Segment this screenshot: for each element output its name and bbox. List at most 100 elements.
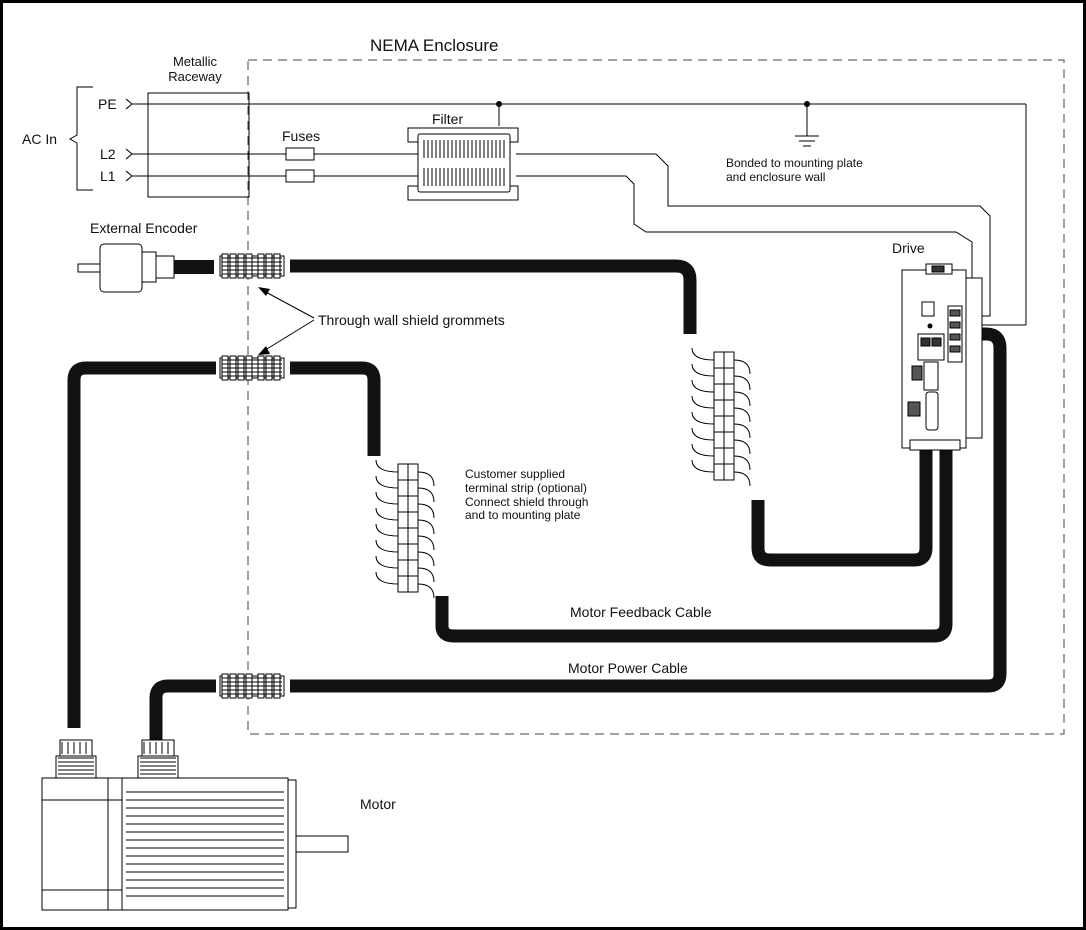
ac-in-brace [68, 86, 93, 191]
terminal-block [713, 415, 725, 433]
terminal-block [723, 383, 735, 401]
terminal-block [397, 463, 409, 481]
connector-base [55, 755, 97, 779]
bonded-note: Bonded to mounting plate and enclosure w… [726, 156, 863, 184]
terminal-block [723, 431, 735, 449]
terminal-block [407, 463, 419, 481]
terminal-wire [691, 379, 715, 393]
pe-junction [496, 101, 502, 107]
ground-symbol [795, 104, 819, 147]
motor-feedback-cable [67, 361, 216, 728]
filter-unit [407, 127, 519, 201]
terminal-block [713, 351, 725, 369]
pe-label: PE [98, 96, 117, 112]
terminal-wire [417, 535, 435, 551]
motor-feedback-cable-inner [290, 361, 381, 456]
terminal-wire [691, 443, 715, 457]
terminal-block [407, 575, 419, 593]
terminal-wire [417, 583, 435, 599]
terminal-strip-customer [375, 459, 435, 599]
terminal-block [407, 543, 419, 561]
motor-feedback-cable-lower [435, 446, 953, 643]
motor-label: Motor [360, 796, 396, 812]
terminal-wire [691, 411, 715, 425]
terminal-block [723, 447, 735, 465]
terminal-block [713, 399, 725, 417]
terminal-wire [691, 363, 715, 377]
terminal-wire [733, 471, 751, 487]
terminal-wire [733, 407, 751, 423]
terminal-block [397, 527, 409, 545]
terminal-wire [375, 475, 399, 489]
encoder-cable [290, 259, 697, 334]
terminal-block [397, 575, 409, 593]
external-encoder-label: External Encoder [90, 220, 198, 236]
arrow-head-lower [258, 346, 270, 355]
motor-feedback-cable-label: Motor Feedback Cable [570, 604, 712, 620]
motor-power-cable-inner [290, 327, 1007, 693]
arrow-head-upper [258, 287, 270, 296]
terminal-wire [375, 539, 399, 553]
terminal-block [397, 543, 409, 561]
connector-base [137, 755, 179, 779]
terminal-wire [417, 471, 435, 487]
terminal-block [397, 559, 409, 577]
terminal-block [723, 367, 735, 385]
terminal-block [397, 495, 409, 513]
terminal-wire [691, 347, 715, 361]
nema-enclosure-label: NEMA Enclosure [370, 36, 499, 55]
terminal-block [713, 431, 725, 449]
terminal-wire [691, 459, 715, 473]
motor-power-cable [149, 679, 216, 740]
l2-label: L2 [100, 146, 116, 162]
terminal-block [713, 367, 725, 385]
terminal-wire [691, 395, 715, 409]
terminal-wire [375, 555, 399, 569]
terminal-wire [375, 507, 399, 521]
terminal-block [723, 463, 735, 481]
terminal-wire [417, 567, 435, 583]
terminal-block [407, 527, 419, 545]
terminal-block [713, 383, 725, 401]
terminal-wire [417, 551, 435, 567]
terminal-wire [375, 459, 399, 473]
terminal-wire [733, 455, 751, 471]
grommets-label: Through wall shield grommets [318, 312, 505, 328]
terminal-strip-feedback [691, 347, 751, 487]
fuse-l1 [285, 169, 315, 183]
terminal-wire [733, 423, 751, 439]
motor-power-cable-label: Motor Power Cable [568, 660, 688, 676]
terminal-wire [733, 375, 751, 391]
through-wall-grommets [219, 253, 285, 699]
terminal-wire [733, 439, 751, 455]
terminal-wire [417, 487, 435, 503]
feedback-cable-encoder-side [751, 446, 933, 567]
terminal-block [397, 511, 409, 529]
terminal-block [407, 495, 419, 513]
terminal-wire [375, 523, 399, 537]
metallic-raceway-box [147, 92, 250, 198]
cables [67, 259, 1007, 740]
terminal-strip-note: Customer supplied terminal strip (option… [465, 467, 589, 523]
input-terminals [125, 98, 133, 182]
line-wires [132, 153, 991, 317]
terminal-block [713, 447, 725, 465]
terminal-block [407, 559, 419, 577]
terminal-block [407, 511, 419, 529]
external-encoder-body [77, 243, 175, 293]
connector-shell [141, 739, 175, 757]
motor-body [41, 777, 349, 911]
terminal-block [713, 463, 725, 481]
fuse-l2 [285, 147, 315, 161]
ac-in-label: AC In [22, 131, 58, 147]
nema-enclosure-outline [247, 59, 1065, 735]
terminal-wire [375, 491, 399, 505]
terminal-block [397, 479, 409, 497]
terminal-wire [417, 503, 435, 519]
terminal-block [723, 351, 735, 369]
terminal-wire [733, 359, 751, 375]
terminal-block [723, 399, 735, 417]
l1-label: L1 [100, 168, 116, 184]
terminal-wire [417, 519, 435, 535]
